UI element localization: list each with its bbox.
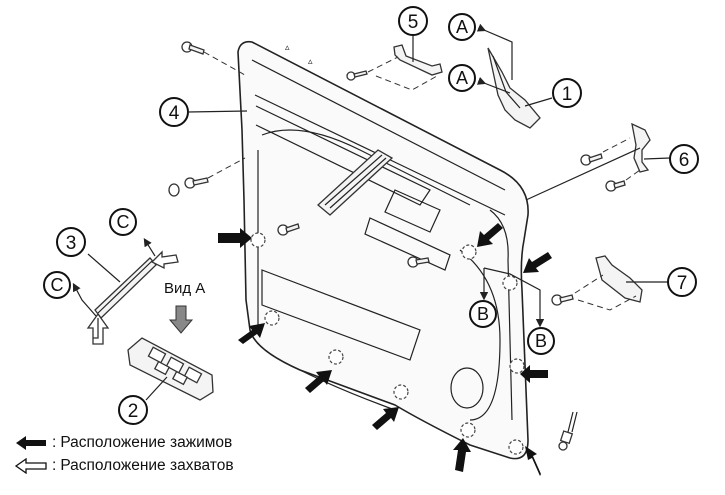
screw-mid-left [184,177,209,189]
callout-3: 3 [56,227,86,257]
callout-7: 7 [667,267,697,297]
svg-text:C: C [117,212,130,232]
bracket-part-6 [525,122,671,201]
ref-c-top: C [109,208,137,236]
clip-locations [250,232,525,455]
hollow-arrow-icon [14,458,47,474]
callout-6: 6 [669,144,699,174]
svg-text:5: 5 [408,12,419,33]
svg-text:A: A [456,17,468,37]
view-a-arrow-icon [168,305,194,334]
callout-1: 1 [552,78,582,108]
solid-arrow-icon [16,436,46,450]
svg-text:B: B [477,304,489,324]
callouts: 1 2 3 4 5 6 7 A A B B C C [43,6,699,425]
mirror-cover-part-1 [476,23,553,129]
solid-arrow-icon [238,323,265,344]
legend-item-clips: : Расположение зажимов [14,434,232,452]
svg-text:▵: ▵ [308,56,313,66]
hollow-arrow-icon [86,312,110,345]
legend-separator: : [52,434,57,451]
b-reference-lines [479,267,545,328]
svg-text:A: A [456,68,468,88]
bracket-part-7 [551,255,668,311]
door-trim-panel: ▵ ▵ [237,40,529,460]
bracket-part-5 [346,30,443,91]
screw-center [277,223,300,236]
wire-connector [558,411,578,451]
svg-text:C: C [51,275,64,295]
svg-text:7: 7 [677,273,688,294]
window-switch-part-2 [127,337,214,401]
ref-b-right: B [527,327,555,355]
legend-text-catches: Расположение захватов [60,457,234,474]
svg-text:6: 6 [679,150,690,171]
grommet [168,183,180,197]
callout-4: 4 [159,97,189,127]
legend-separator: : [52,457,57,474]
ref-a-top: A [448,13,476,41]
solid-arrow-icon [523,252,552,273]
ref-b-left: B [469,300,497,328]
ref-a-bottom: A [448,64,476,92]
hollow-arrow-icon [150,250,179,270]
legend-text-clips: Расположение зажимов [60,434,233,451]
solid-arrow-icon [372,407,399,430]
view-a-label: Вид A [164,280,206,297]
svg-text:4: 4 [169,103,180,124]
solid-arrow-icon [520,365,548,383]
svg-text:▵: ▵ [285,42,290,52]
callout-5: 5 [398,6,428,36]
svg-text:3: 3 [66,233,77,254]
legend-item-catches: : Расположение захватов [14,457,234,475]
screws-left [168,41,430,268]
screw-top-left [181,41,205,55]
ref-c-left: C [43,271,71,299]
screw-lower [407,256,430,268]
clip-arrows [218,223,552,476]
svg-text:1: 1 [562,84,573,105]
solid-arrow-icon [305,370,332,393]
trim-strip-part-3 [72,237,179,345]
solid-arrow-icon [218,228,252,248]
solid-arrow-icon [525,446,541,476]
solid-arrow-icon [453,438,471,472]
callout-2: 2 [118,395,148,425]
svg-text:B: B [535,331,547,351]
solid-arrow-icon [477,223,503,247]
svg-text:2: 2 [128,401,139,422]
